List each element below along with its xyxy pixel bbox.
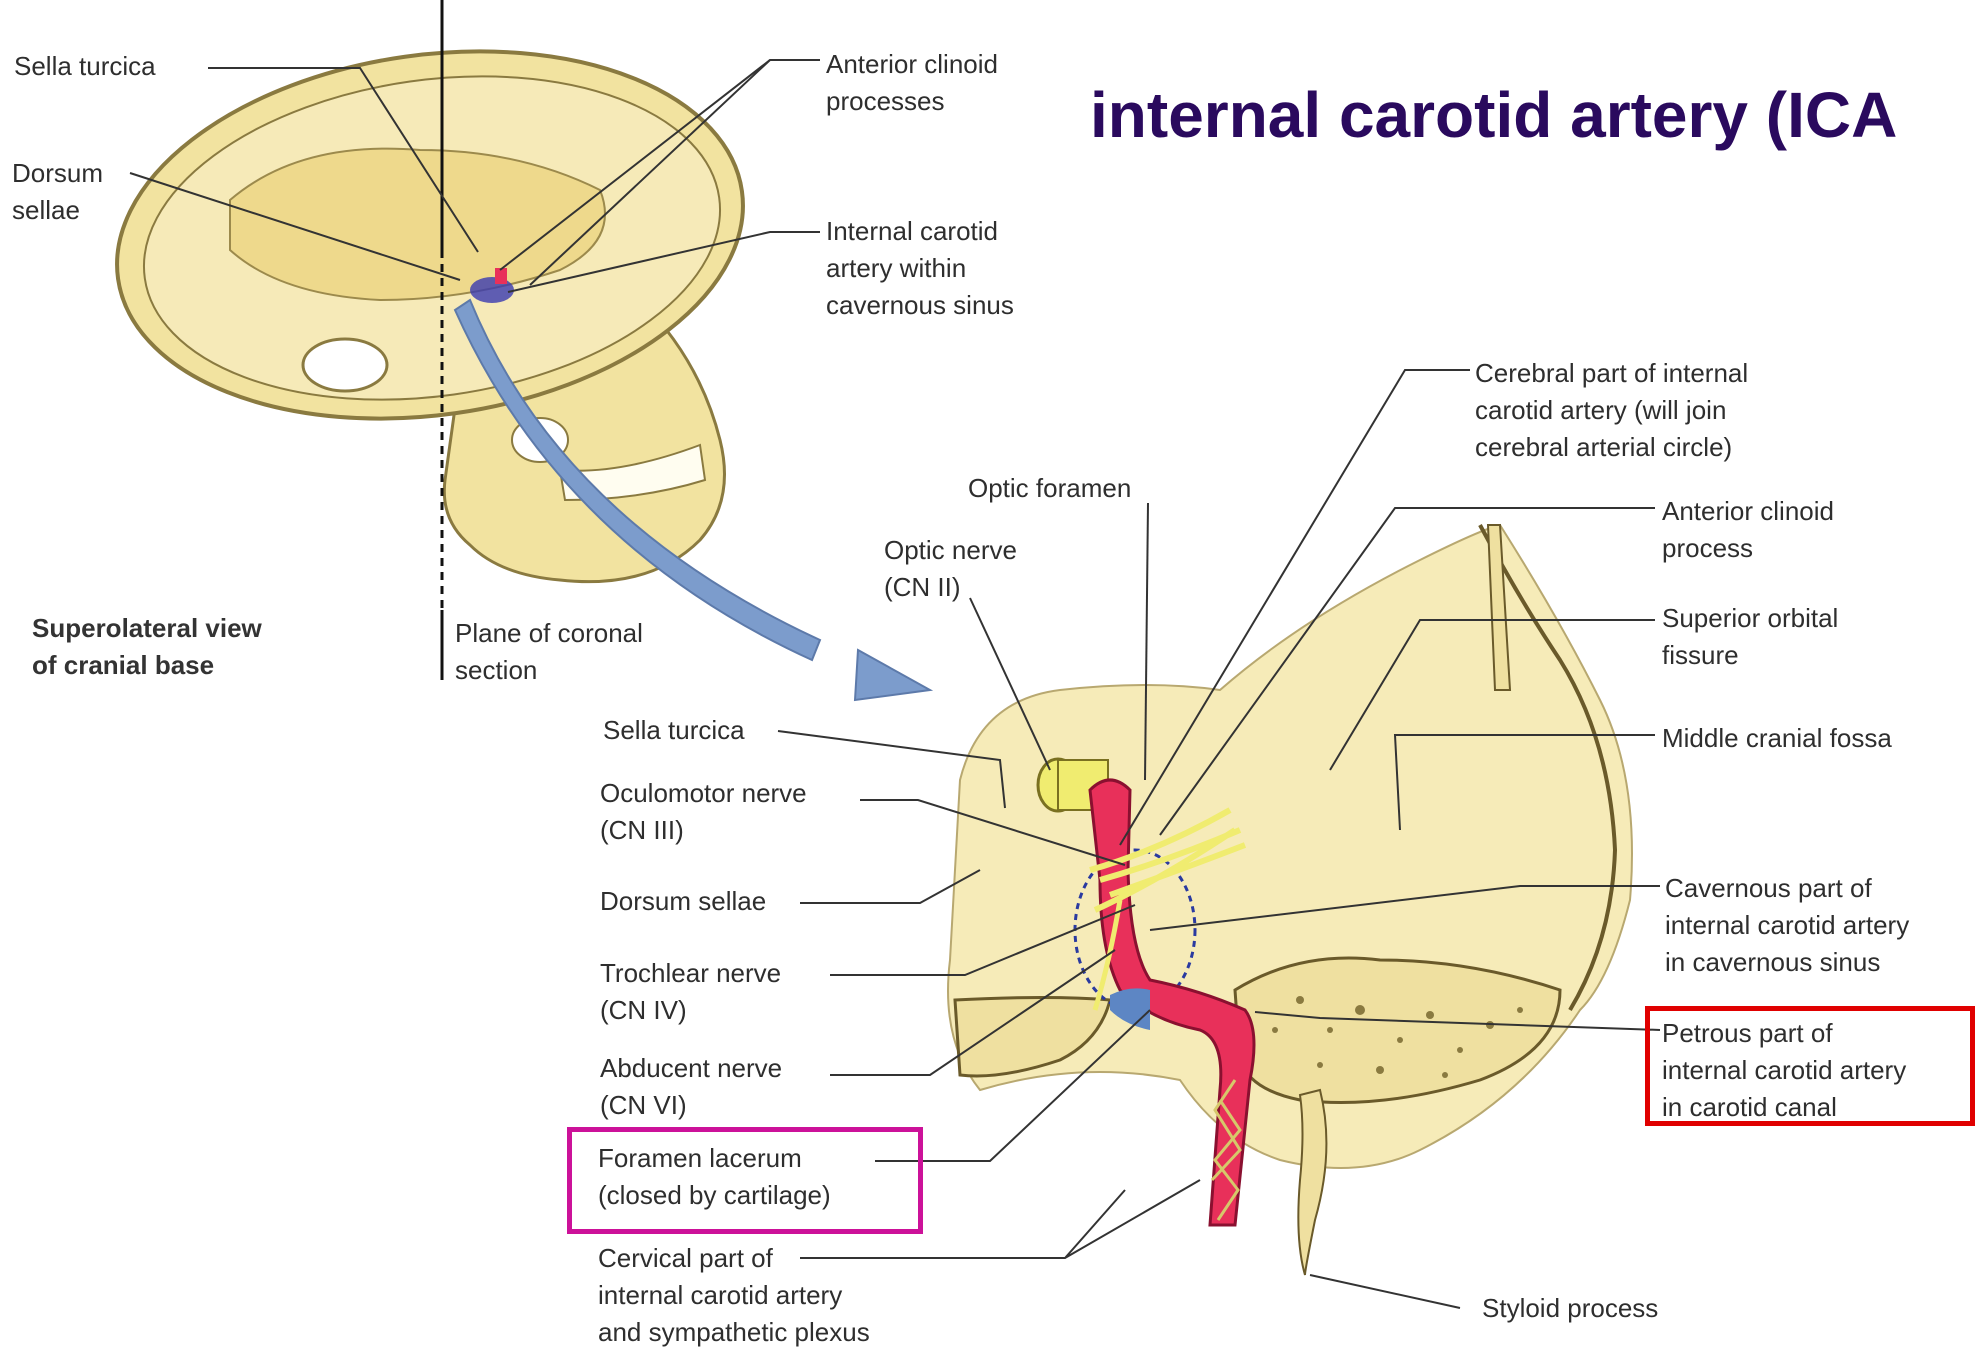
label-superior-orbital-fissure: Superior orbital fissure: [1662, 600, 1838, 674]
label-trochlear-nerve: Trochlear nerve (CN IV): [600, 955, 781, 1029]
coronal-section: [948, 525, 1632, 1275]
label-middle-cranial-fossa: Middle cranial fossa: [1662, 720, 1892, 757]
label-oculomotor-nerve: Oculomotor nerve (CN III): [600, 775, 807, 849]
skull-illustration: [93, 0, 767, 680]
label-anterior-clinoid-processes: Anterior clinoid processes: [826, 46, 998, 120]
styloid-process-shape: [1298, 1090, 1326, 1275]
label-anterior-clinoid-process: Anterior clinoid process: [1662, 493, 1834, 567]
label-abducent-nerve: Abducent nerve (CN VI): [600, 1050, 782, 1124]
label-sella-turcica-skull: Sella turcica: [14, 48, 156, 85]
label-cerebral-part: Cerebral part of internal carotid artery…: [1475, 355, 1748, 466]
label-optic-foramen: Optic foramen: [968, 470, 1131, 507]
label-superolateral-view: Superolateral view of cranial base: [32, 610, 262, 684]
label-sella-turcica-section: Sella turcica: [603, 712, 745, 749]
label-dorsum-sellae-skull: Dorsum sellae: [12, 155, 103, 229]
label-dorsum-sellae-section: Dorsum sellae: [600, 883, 766, 920]
label-ica-cavernous-sinus: Internal carotid artery within cavernous…: [826, 213, 1014, 324]
foramen-magnum: [303, 339, 387, 391]
page-title: internal carotid artery (ICA: [1090, 78, 1897, 152]
label-cervical-part: Cervical part of internal carotid artery…: [598, 1240, 870, 1351]
label-petrous-part: Petrous part of internal carotid artery …: [1662, 1015, 1906, 1126]
label-optic-nerve: Optic nerve (CN II): [884, 532, 1017, 606]
label-cavernous-part: Cavernous part of internal carotid arter…: [1665, 870, 1909, 981]
blue-arrow-head: [855, 650, 930, 700]
label-styloid-process: Styloid process: [1482, 1290, 1658, 1327]
sella-region: [470, 277, 514, 303]
label-plane-of-section: Plane of coronal section: [455, 615, 643, 689]
label-foramen-lacerum: Foramen lacerum (closed by cartilage): [598, 1140, 831, 1214]
